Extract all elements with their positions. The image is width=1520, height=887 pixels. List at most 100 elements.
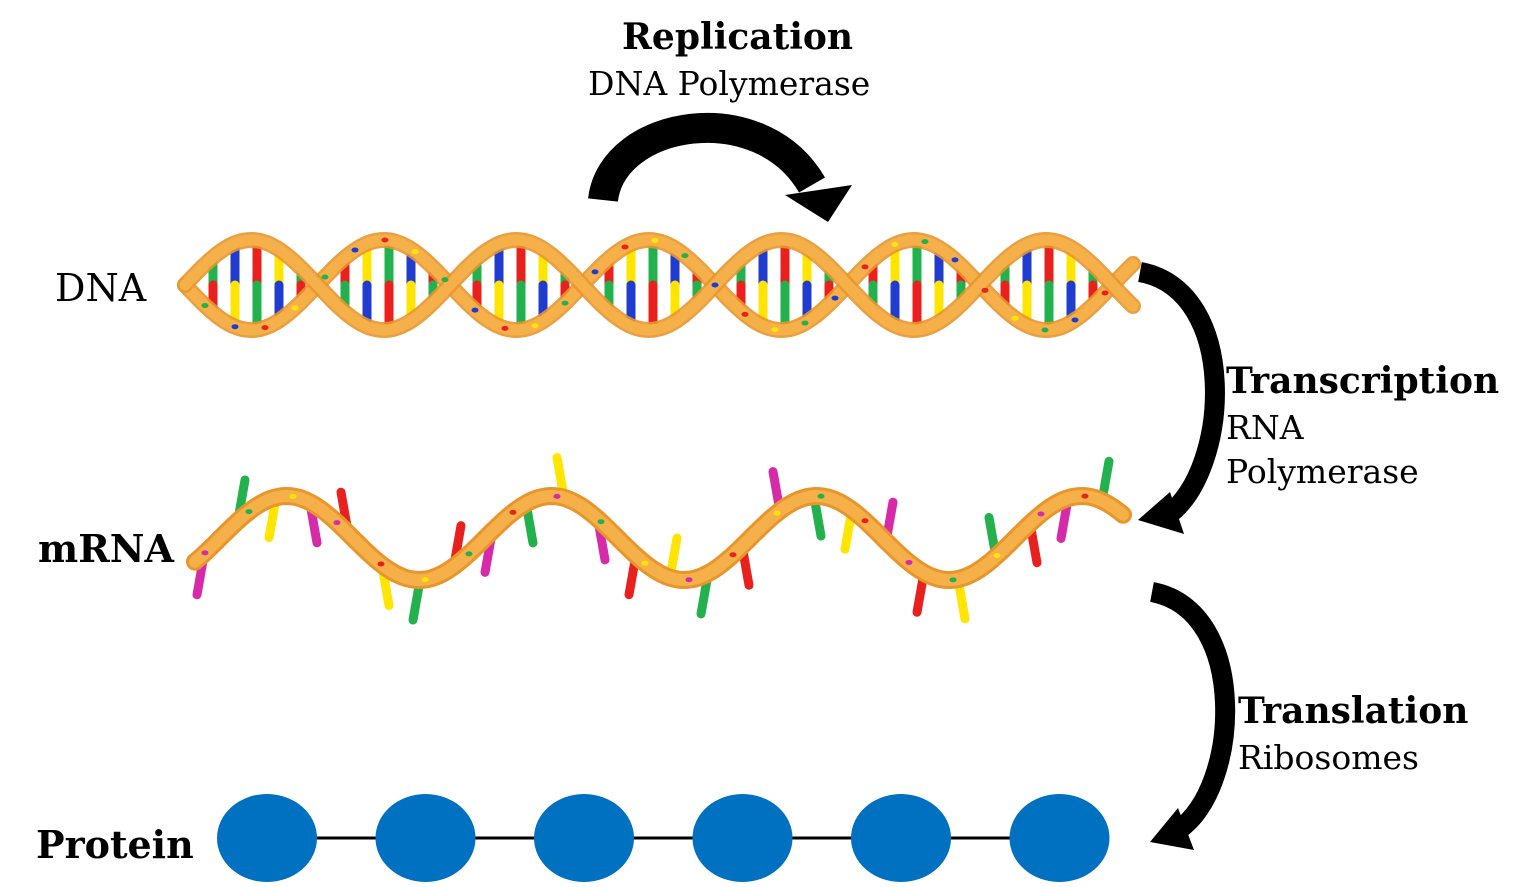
dna-strand-dot [321,274,329,280]
mrna-strand-dot [773,510,781,516]
amino-acid-bead [851,794,951,882]
dna-strand-dot [381,237,389,243]
dna-strand-dot [801,320,809,326]
mrna-strand-dot [729,552,737,558]
dna-label: DNA [55,266,147,310]
dna-strand-dot [291,305,299,311]
translation-title: Translation [1238,690,1469,732]
mrna-strand-dot [421,577,429,583]
mrna-base [306,504,322,548]
mrna-base [378,567,394,611]
dna-strand-dot [861,264,869,270]
mrna-base [522,504,538,548]
transcription-title: Transcription [1226,360,1500,402]
dna-strand-dot [231,324,239,330]
dna-double-helix [177,231,1141,339]
mrna-strand-dot [245,509,253,515]
dna-strand-dot [981,287,989,293]
protein-label: Protein [36,822,194,867]
mrna-base [1026,524,1042,568]
mrna-strand [186,486,1132,590]
mrna-base [624,556,640,600]
dna-strand-dot [771,327,779,333]
dna-strand-dot [1101,290,1109,296]
mrna-base [696,575,712,619]
dna-strand-dot [261,325,269,331]
amino-acid-bead [534,794,634,882]
dna-strand-dot [921,239,929,245]
dna-strand-dot [561,300,569,306]
mrna-strand-dot [641,560,649,566]
mrna-base [984,512,1000,556]
protein-chain [217,794,1110,882]
amino-acid-bead [1009,794,1110,882]
translation-enzyme: Ribosomes [1238,738,1419,777]
mrna-bases [192,453,1114,625]
dna-strand-dot [411,249,419,255]
mrna-strand-dot [993,553,1001,559]
translation-arrow-icon [1149,582,1236,850]
dna-strand-dot [1011,315,1019,321]
transcription-enzyme-line1: RNA [1226,408,1304,447]
mrna-base [1098,456,1114,500]
dna-strand-dot [891,241,899,247]
dna-strand-dot [711,282,719,288]
mrna-base [264,499,280,543]
mrna-base [954,580,970,624]
mrna-strand-dot [465,551,473,557]
mrna-strand-dot [861,518,869,524]
mrna-strand-dot [289,493,297,499]
mrna-base [1056,499,1072,543]
replication-arrow-icon [588,113,852,222]
mrna-backbone-highlight [189,489,1129,587]
transcription-arrow-icon [1137,262,1225,534]
mrna-base [666,533,682,577]
dna-strand-dot [441,277,449,283]
mrna-base [840,510,856,554]
mrna-strand-dot [905,559,913,565]
dna-strand-dot [1071,317,1079,323]
dna-strand-dot [831,295,839,301]
amino-acid-bead [217,794,317,882]
dna-strand-dot [681,253,689,259]
amino-acid-bead [375,794,476,882]
mrna-strand-dot [1037,511,1045,517]
replication-title: Replication [622,16,854,58]
amino-acid-bead [692,794,793,882]
dna-strand-dot [351,247,359,253]
mrna-strand-dot [333,520,341,526]
dna-strand-dot [201,303,209,309]
mrna-strand-dot [377,561,385,567]
mrna-base [810,497,826,541]
mrna-base [912,573,928,617]
dna-strand-dot [531,323,539,329]
mrna-strand-dot [685,577,693,583]
dna-strand-dot [621,244,629,250]
mrna-base [738,546,754,590]
transcription-enzyme: RNA Polymerase [1226,406,1419,494]
mrna-base [408,581,424,625]
mrna-label: mRNA [38,526,175,571]
dna-strand-b-highlight [179,234,1139,336]
transcription-enzyme-line2: Polymerase [1226,452,1419,491]
mrna-strand-dot [1081,493,1089,499]
dna-strand-dot [591,269,599,275]
dna-strand-dot [501,325,509,331]
mrna-strand-dot [949,577,957,583]
dna-strand-dot [651,237,659,243]
dna-strand-b [177,231,1141,339]
dna-strand-dot [1041,327,1049,333]
mrna-strand-dot [201,550,209,556]
dna-strand-dot [471,307,479,313]
mrna-base [552,453,568,497]
mrna-base [768,467,784,511]
dna-strand-dot [741,311,749,317]
mrna-strand-dot [509,509,517,515]
mrna-strand-dot [817,493,825,499]
dna-strand-dot [951,257,959,263]
mrna-strand-dot [553,493,561,499]
mrna-strand-dot [597,519,605,525]
replication-enzyme: DNA Polymerase [588,64,871,103]
